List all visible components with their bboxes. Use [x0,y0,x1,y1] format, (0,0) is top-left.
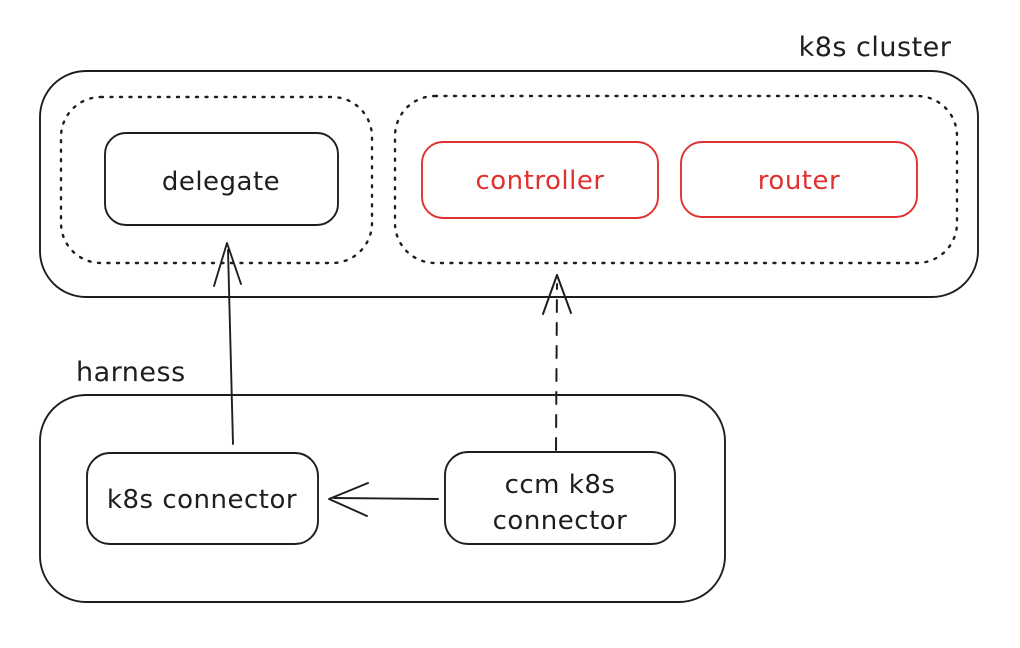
controller-router-dotted-group-box [393,94,959,265]
ccm-k8s-connector-node-label-line2: connector [493,506,628,536]
k8s-cluster-label: k8s cluster [799,32,952,63]
ccm-k8s-connector-node-label-line1: ccm k8s [505,470,616,500]
k8s-connector-node-label: k8s connector [107,485,297,515]
router-node-label: router [758,166,840,196]
controller-node [421,141,659,219]
k8s-cluster-box [39,70,979,298]
delegate-node-label: delegate [162,167,280,197]
arrow-ccm-k8s-connector-to-controller-dashed [542,274,572,451]
arrow-ccm-k8s-connector-to-k8s-connector [328,482,439,517]
k8s-connector-node [86,452,319,545]
router-node [680,141,918,218]
harness-label: harness [76,357,186,388]
harness-box [39,394,726,603]
arrow-k8s-connector-to-delegate [213,242,242,445]
delegate-dotted-group-box [59,95,374,265]
delegate-node [104,132,339,226]
controller-node-label: controller [475,166,604,196]
ccm-k8s-connector-node [444,451,676,545]
